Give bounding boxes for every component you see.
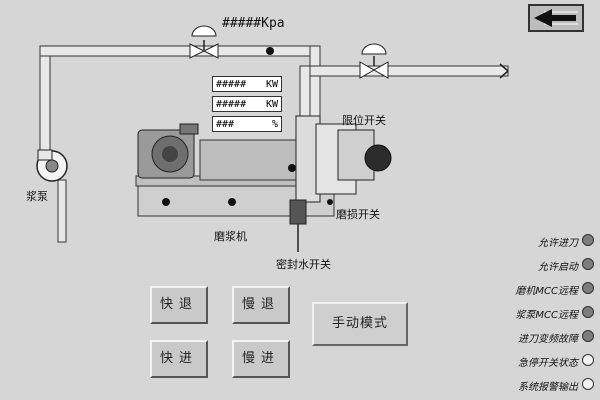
status-lamp-refiner-mcc-remote bbox=[582, 282, 594, 294]
status-label: 磨机MCC远程 bbox=[515, 286, 578, 297]
status-lamp-permit-start bbox=[582, 258, 594, 270]
percent-readout: ###% bbox=[212, 116, 282, 132]
status-lamp-estop bbox=[582, 354, 594, 366]
fast-retreat-button[interactable]: 快退 bbox=[150, 286, 208, 324]
status-label: 允许启动 bbox=[538, 262, 578, 273]
fast-advance-button[interactable]: 快进 bbox=[150, 340, 208, 378]
refiner-label: 磨浆机 bbox=[214, 230, 247, 243]
power-readout-2: #####KW bbox=[212, 96, 282, 112]
status-lamp-permit-feed bbox=[582, 234, 594, 246]
slow-advance-button[interactable]: 慢进 bbox=[232, 340, 290, 378]
motor-icon bbox=[137, 123, 199, 179]
pressure-tap bbox=[266, 47, 274, 55]
wear-switch-label: 磨损开关 bbox=[336, 208, 380, 221]
status-label: 急停开关状态 bbox=[518, 358, 578, 369]
valve-icon bbox=[359, 43, 389, 79]
limit-switch-label: 限位开关 bbox=[342, 114, 386, 127]
status-label: 进刀变频故障 bbox=[518, 334, 578, 345]
status-lamp-feed-vfd-fault bbox=[582, 330, 594, 342]
manual-mode-button[interactable]: 手动模式 bbox=[312, 302, 408, 346]
back-button[interactable] bbox=[528, 4, 584, 32]
status-label: 浆泵MCC远程 bbox=[515, 310, 578, 321]
status-label: 允许进刀 bbox=[538, 238, 578, 249]
status-label: 系统报警输出 bbox=[518, 382, 578, 393]
slow-retreat-button[interactable]: 慢退 bbox=[232, 286, 290, 324]
left-arrow-icon bbox=[534, 9, 578, 27]
valve-icon bbox=[189, 25, 219, 59]
pump-label: 浆泵 bbox=[26, 190, 48, 203]
refiner-machine bbox=[135, 115, 392, 225]
centrifugal-pump-icon bbox=[36, 149, 68, 182]
status-lamp-system-alarm bbox=[582, 378, 594, 390]
status-lamp-pump-mcc-remote bbox=[582, 306, 594, 318]
seal-water-switch-label: 密封水开关 bbox=[276, 258, 331, 271]
pressure-readout: #####Kpa bbox=[222, 16, 285, 31]
power-readout-1: #####KW bbox=[212, 76, 282, 92]
outlet-arrow bbox=[499, 63, 509, 79]
